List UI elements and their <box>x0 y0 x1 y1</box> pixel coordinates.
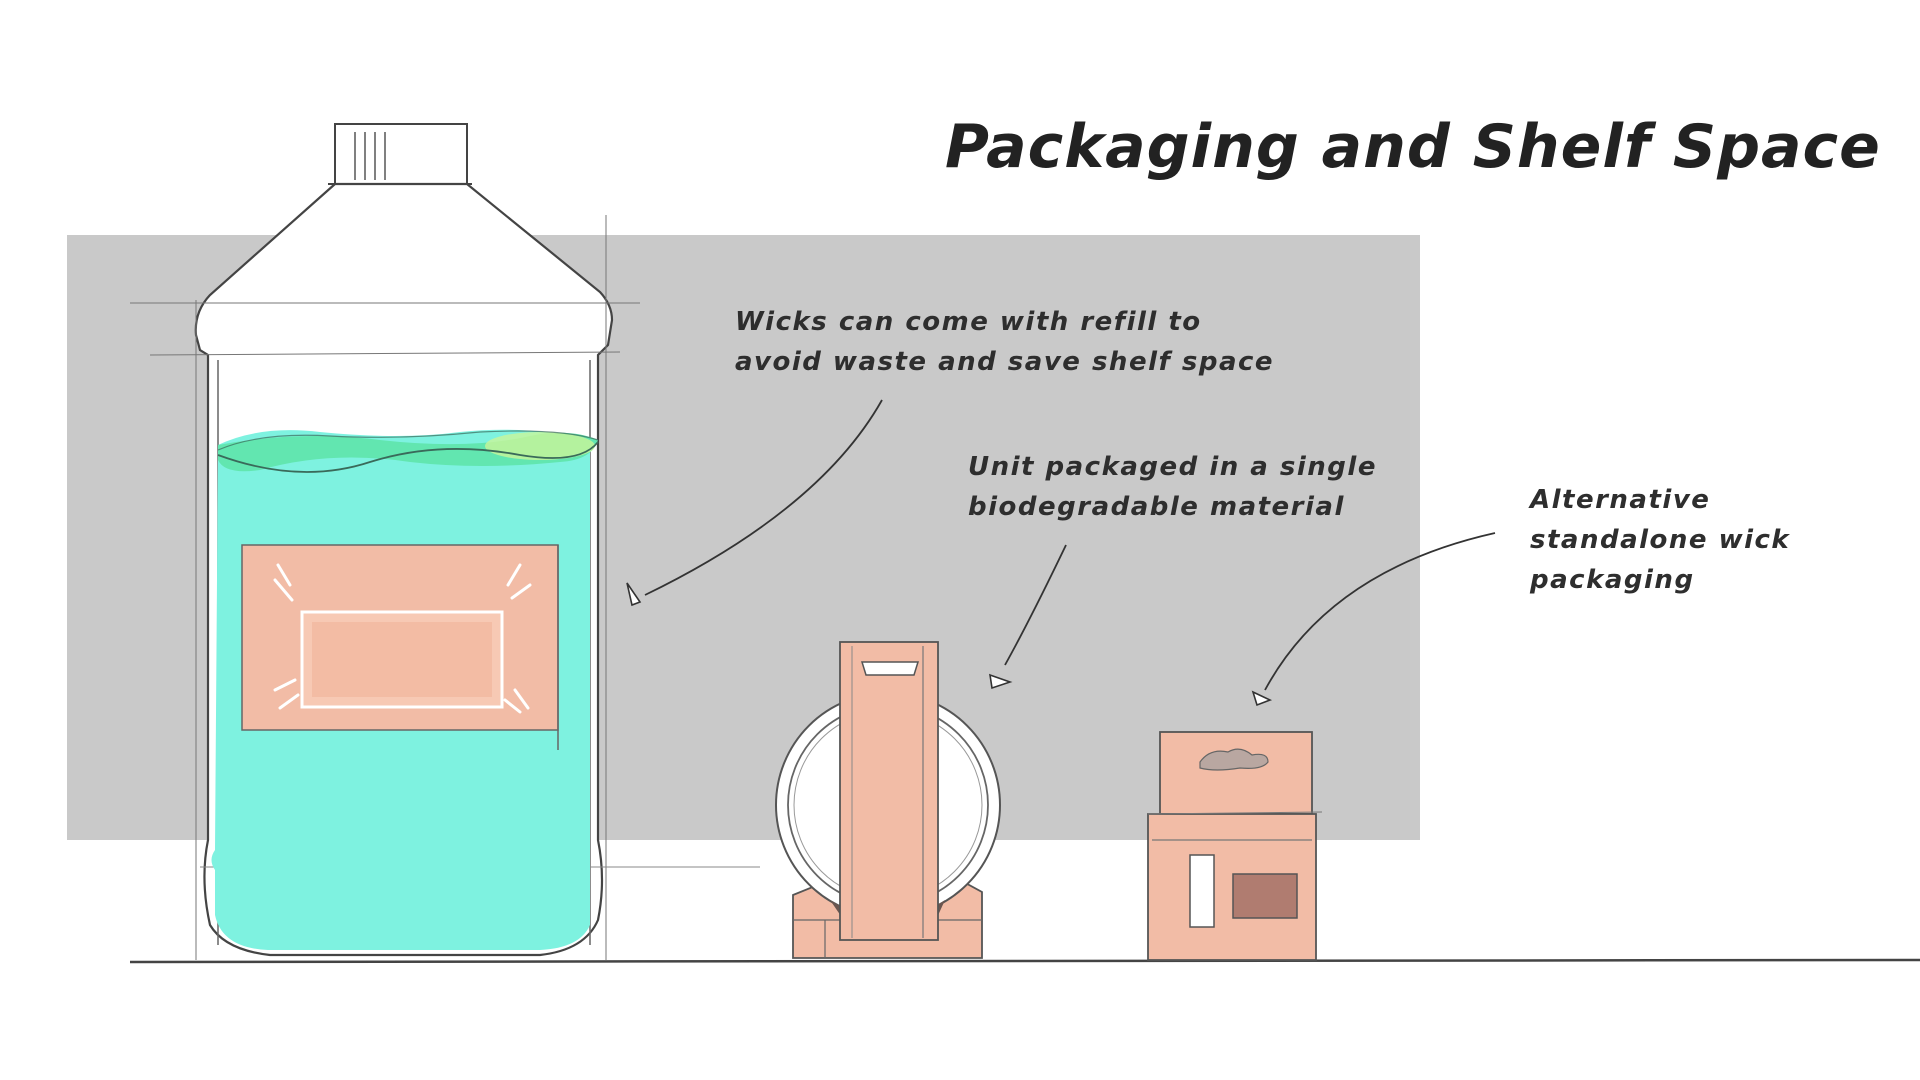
page-title: Packaging and Shelf Space <box>945 112 1881 182</box>
annotation-wick-line3: packaging <box>1530 565 1695 595</box>
annotation-wick-line1: Alternative <box>1530 485 1711 515</box>
annotation-unit: Unit packaged in a single biodegradable … <box>968 447 1377 527</box>
leader-arrows <box>626 582 1273 707</box>
wick-package <box>1147 731 1323 961</box>
annotation-refill: Wicks can come with refill to avoid wast… <box>735 302 1274 382</box>
annotation-unit-line1: Unit packaged in a single <box>968 452 1377 482</box>
refill-bottle <box>130 123 760 960</box>
bottle-cap <box>334 123 468 185</box>
annotation-wick-line2: standalone wick <box>1530 525 1791 555</box>
annotation-refill-line2: avoid waste and save shelf space <box>735 347 1275 377</box>
leader-lines <box>644 399 1496 691</box>
annotation-refill-line1: Wicks can come with refill to <box>735 307 1202 337</box>
annotation-unit-line2: biodegradable material <box>968 492 1345 522</box>
annotation-wick: Alternative standalone wick packaging <box>1530 480 1790 600</box>
wick-box-top <box>1159 731 1313 815</box>
floor-line <box>129 958 1920 964</box>
unit-package <box>775 641 1001 959</box>
unit-tall-box <box>839 641 939 941</box>
